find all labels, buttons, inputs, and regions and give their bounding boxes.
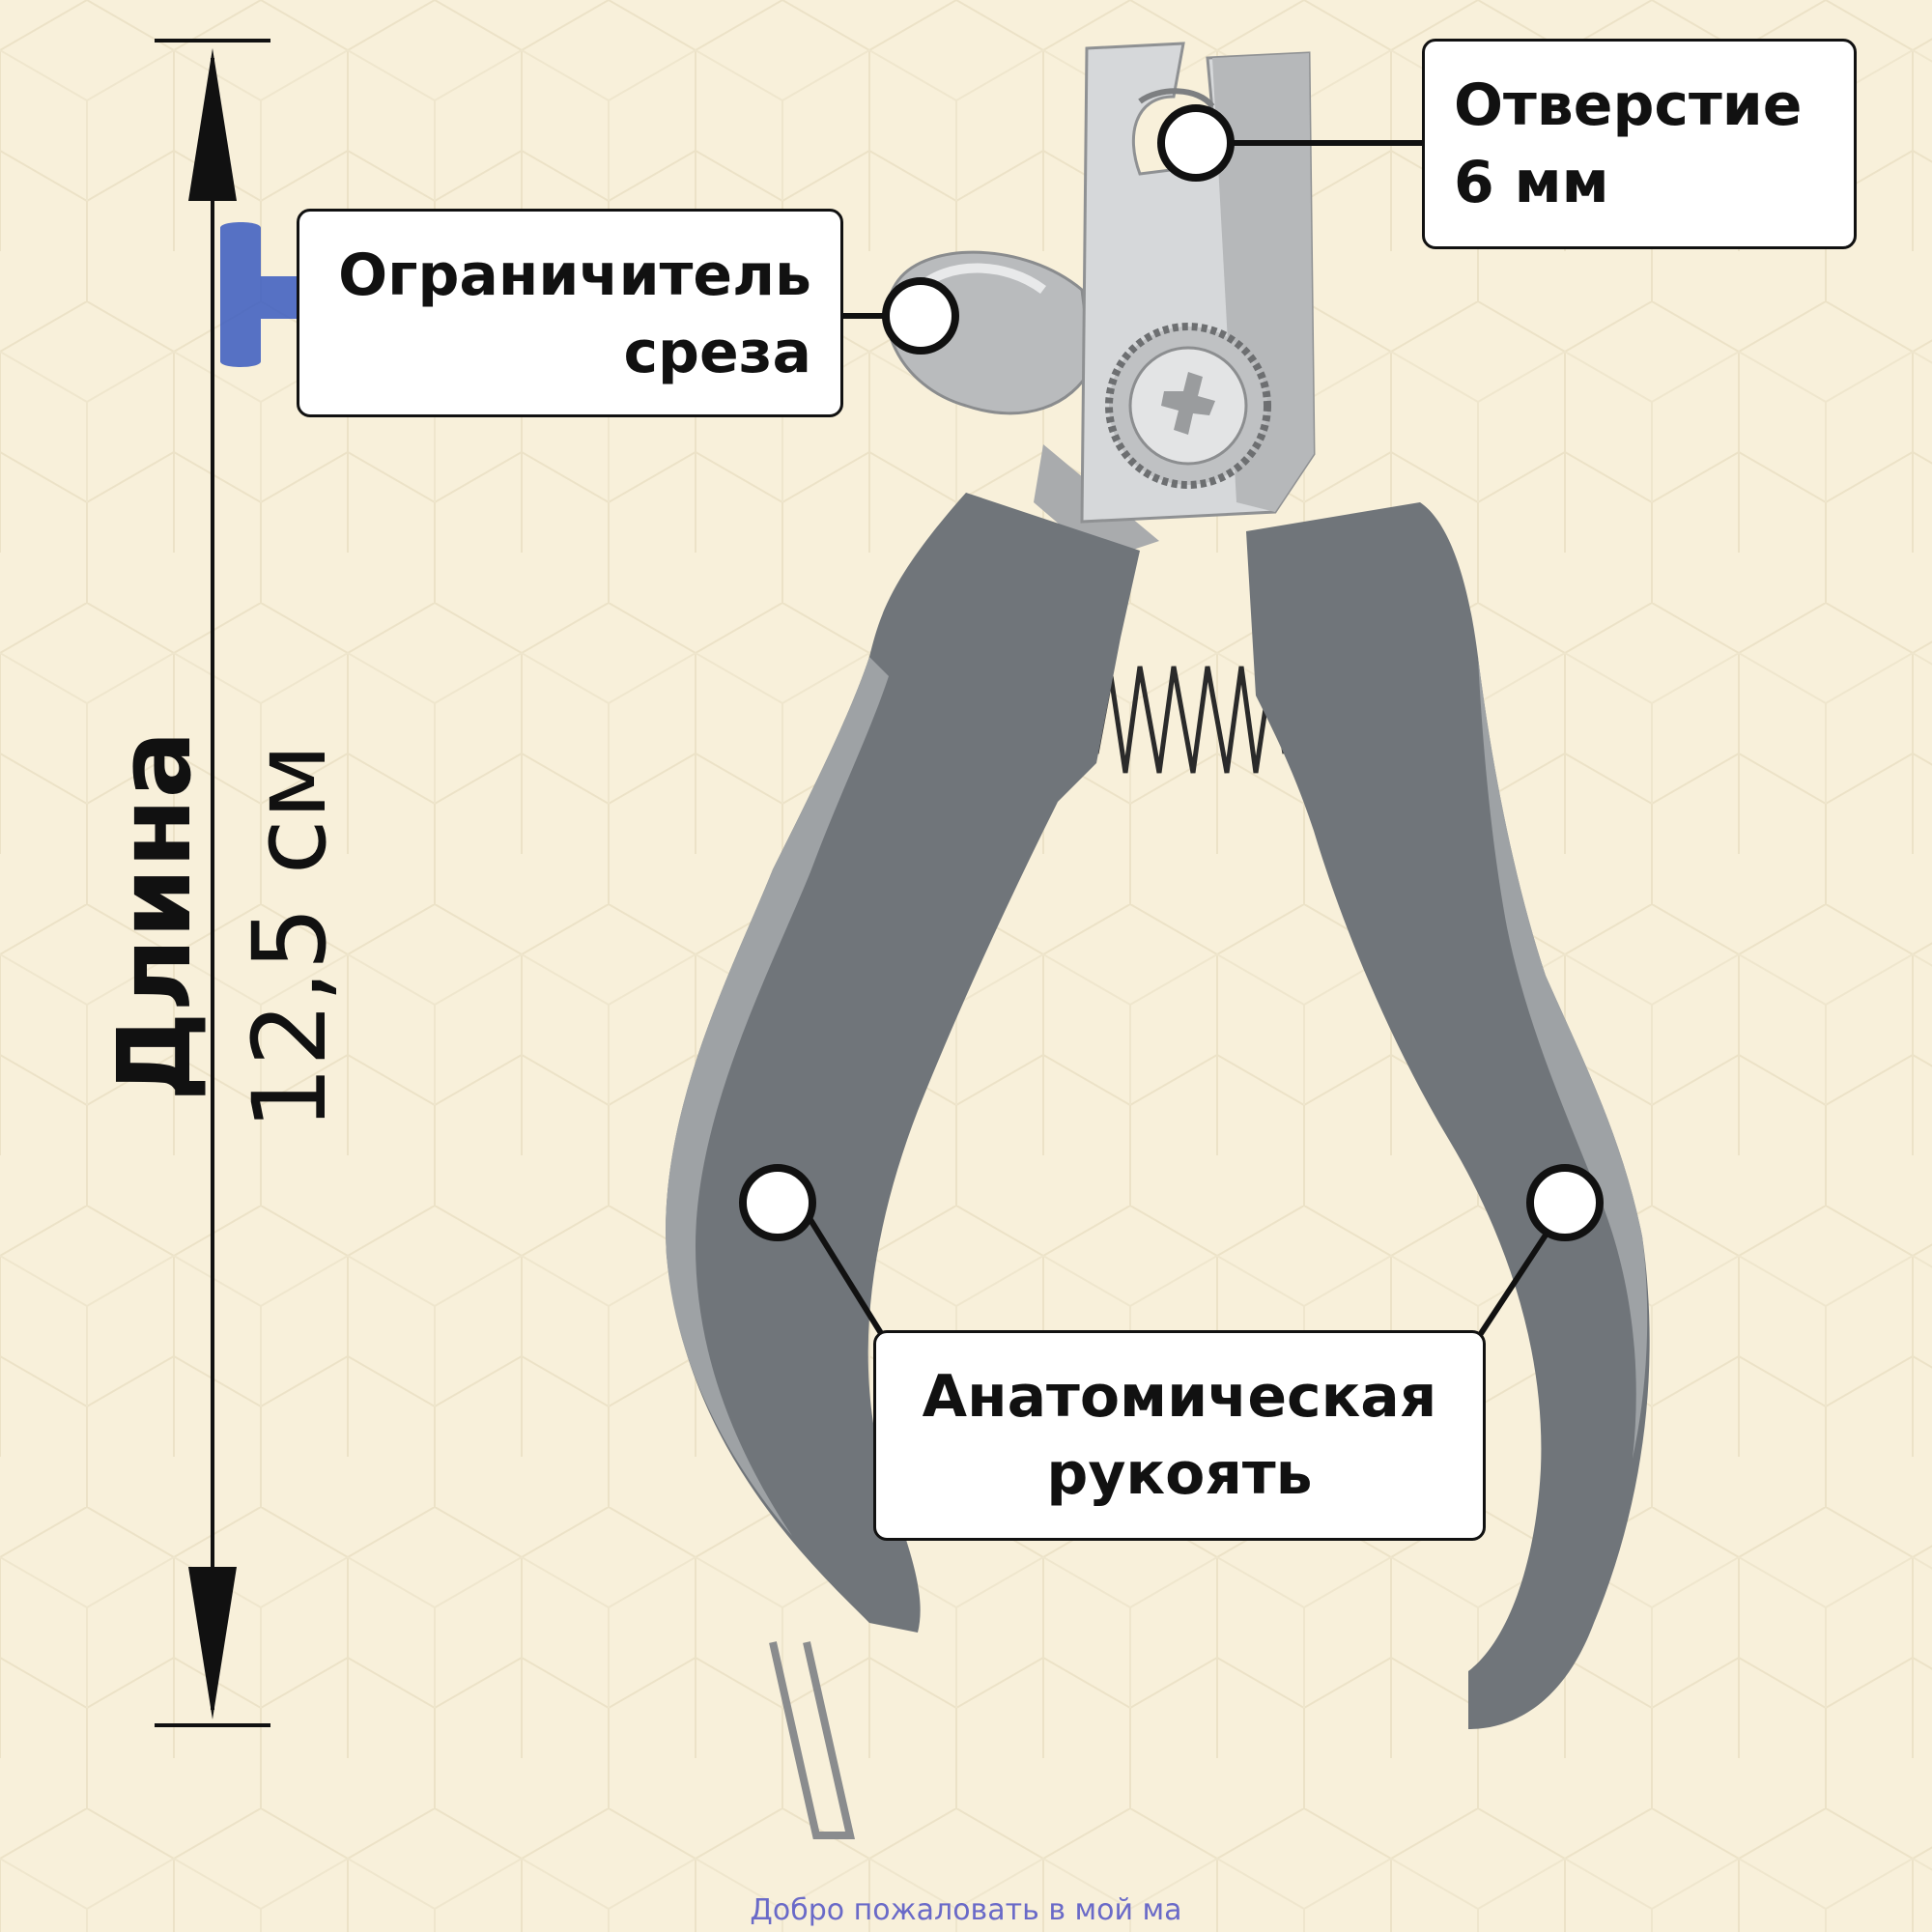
dimension-value: 12,5 см (231, 743, 349, 1130)
callout-markers (739, 104, 1604, 1241)
marker-opening (1157, 104, 1235, 182)
left-handle (666, 493, 1140, 1839)
marker-limiter (882, 277, 959, 355)
handle-label-line2: рукоять (1046, 1440, 1313, 1508)
right-handle (1246, 502, 1650, 1729)
callout-opening: Отверстие 6 мм (1422, 39, 1857, 249)
opening-label-line1: Отверстие (1454, 71, 1803, 139)
marker-handle-left (739, 1164, 816, 1241)
spring (1094, 666, 1288, 774)
callout-limiter: Ограничитель среза (297, 209, 843, 417)
handle-label-line1: Анатомическая (922, 1363, 1437, 1431)
dimension-line (155, 39, 270, 1727)
limiter-label-line2: среза (623, 319, 811, 386)
limiter-label-line1: Ограничитель (338, 242, 811, 309)
dimension-label: Длина (96, 730, 213, 1101)
callout-handle: Анатомическая рукоять (873, 1330, 1486, 1541)
opening-label-line2: 6 мм (1454, 149, 1609, 216)
pivot-screw (1105, 323, 1271, 489)
welcome-text[interactable]: Добро пожаловать в мой ма (750, 1893, 1182, 1927)
marker-handle-right (1526, 1164, 1604, 1241)
